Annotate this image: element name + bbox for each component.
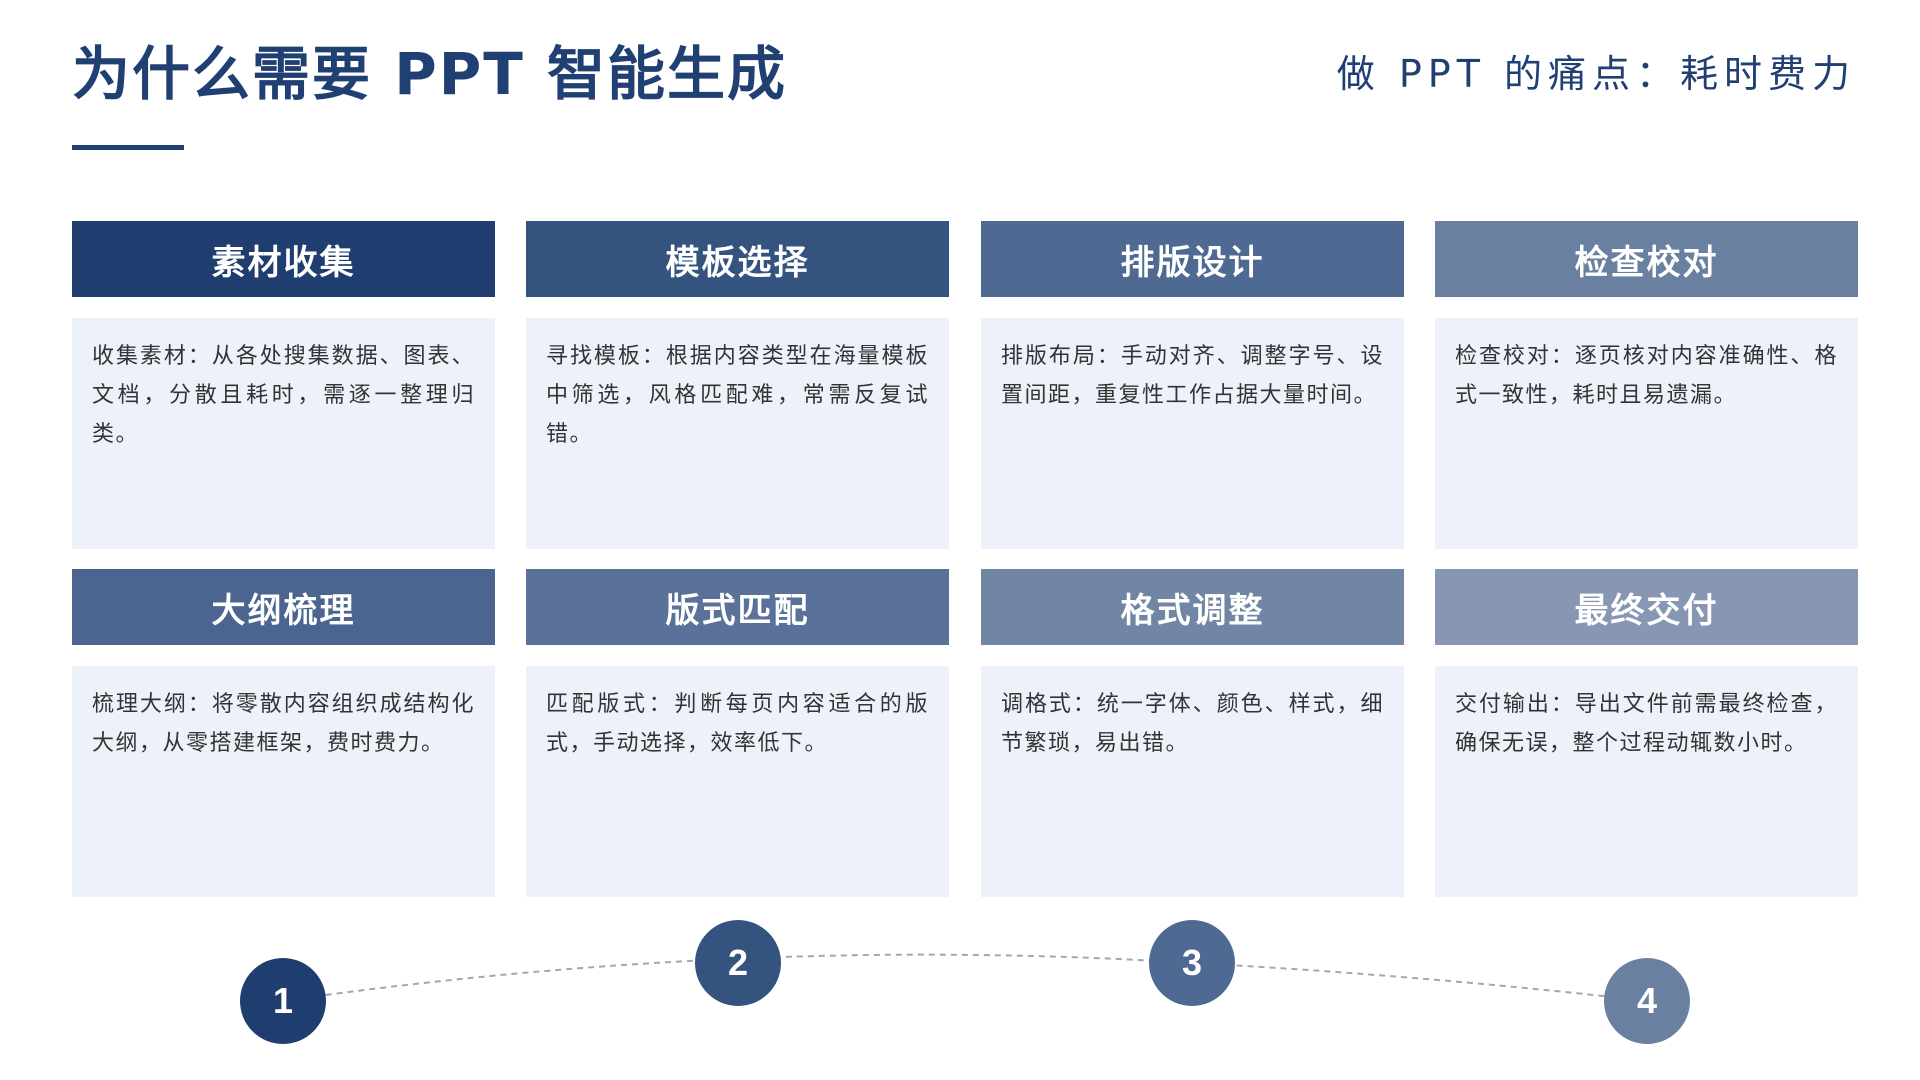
timeline-step: 3: [1149, 920, 1235, 1006]
card-format-adjustment: 格式调整 调格式：统一字体、颜色、样式，细节繁琐，易出错。: [981, 569, 1404, 897]
timeline-step: 2: [695, 920, 781, 1006]
card-proofreading: 检查校对 检查校对：逐页核对内容准确性、格式一致性，耗时且易遗漏。: [1435, 221, 1858, 549]
card-body: 调格式：统一字体、颜色、样式，细节繁琐，易出错。: [981, 666, 1404, 897]
title-underline: [72, 145, 184, 150]
card-body: 排版布局：手动对齐、调整字号、设置间距，重复性工作占据大量时间。: [981, 318, 1404, 549]
card-header: 素材收集: [72, 221, 495, 297]
card-layout-matching: 版式匹配 匹配版式：判断每页内容适合的版式，手动选择，效率低下。: [526, 569, 949, 897]
card-final-delivery: 最终交付 交付输出：导出文件前需最终检查，确保无误，整个过程动辄数小时。: [1435, 569, 1858, 897]
card-body: 梳理大纲：将零散内容组织成结构化大纲，从零搭建框架，费时费力。: [72, 666, 495, 897]
card-header: 大纲梳理: [72, 569, 495, 645]
card-body: 寻找模板：根据内容类型在海量模板中筛选，风格匹配难，常需反复试错。: [526, 318, 949, 549]
timeline-step: 1: [240, 958, 326, 1044]
card-material-collection: 素材收集 收集素材：从各处搜集数据、图表、文档，分散且耗时，需逐一整理归类。: [72, 221, 495, 549]
card-header: 检查校对: [1435, 221, 1858, 297]
timeline-curve: [281, 953, 1649, 1002]
card-body: 交付输出：导出文件前需最终检查，确保无误，整个过程动辄数小时。: [1435, 666, 1858, 897]
card-layout-design: 排版设计 排版布局：手动对齐、调整字号、设置间距，重复性工作占据大量时间。: [981, 221, 1404, 549]
card-template-selection: 模板选择 寻找模板：根据内容类型在海量模板中筛选，风格匹配难，常需反复试错。: [526, 221, 949, 549]
page-title: 为什么需要 PPT 智能生成: [72, 40, 787, 108]
card-header: 模板选择: [526, 221, 949, 297]
card-header: 版式匹配: [526, 569, 949, 645]
pain-point-grid: 素材收集 收集素材：从各处搜集数据、图表、文档，分散且耗时，需逐一整理归类。 模…: [72, 221, 1858, 897]
timeline-step: 4: [1604, 958, 1690, 1044]
page-subtitle: 做 PPT 的痛点：耗时费力: [1336, 52, 1856, 96]
card-body: 收集素材：从各处搜集数据、图表、文档，分散且耗时，需逐一整理归类。: [72, 318, 495, 549]
card-body: 匹配版式：判断每页内容适合的版式，手动选择，效率低下。: [526, 666, 949, 897]
card-header: 排版设计: [981, 221, 1404, 297]
card-body: 检查校对：逐页核对内容准确性、格式一致性，耗时且易遗漏。: [1435, 318, 1858, 549]
card-outline: 大纲梳理 梳理大纲：将零散内容组织成结构化大纲，从零搭建框架，费时费力。: [72, 569, 495, 897]
card-header: 最终交付: [1435, 569, 1858, 645]
card-header: 格式调整: [981, 569, 1404, 645]
